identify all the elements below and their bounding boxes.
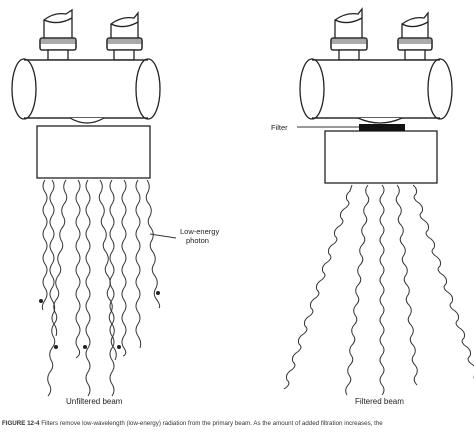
tube-envelope bbox=[23, 59, 149, 119]
low-energy-photon-label-line1: Low-energy bbox=[180, 227, 219, 236]
figure-number: FIGURE 12-4 bbox=[2, 420, 40, 427]
filtered-beam-label: Filtered beam bbox=[355, 397, 404, 406]
photon-wave bbox=[412, 184, 474, 379]
tube-connector-right bbox=[106, 11, 143, 61]
filter-plate bbox=[359, 124, 405, 131]
photon-wave bbox=[109, 179, 115, 397]
photon-wave bbox=[41, 179, 48, 311]
unfiltered-photons bbox=[41, 179, 161, 397]
tube-connector-left bbox=[39, 8, 77, 61]
photon-wave bbox=[379, 184, 385, 396]
filtered-xray-tube bbox=[299, 7, 453, 184]
collimator-box bbox=[324, 130, 438, 184]
photon-wave bbox=[85, 179, 91, 397]
tube-connector-left bbox=[330, 7, 368, 61]
photon-wave bbox=[121, 179, 127, 357]
unfiltered-beam-label: Unfiltered beam bbox=[66, 397, 123, 406]
photon-wave bbox=[145, 179, 161, 309]
filter-label: Filter bbox=[271, 123, 288, 132]
unfiltered-xray-tube bbox=[11, 8, 161, 179]
low-energy-photon-label-line2: photon bbox=[186, 236, 209, 245]
tube-envelope bbox=[311, 59, 441, 119]
photon-wave bbox=[75, 179, 81, 359]
caption-text: Filters remove low-wavelength (low-energ… bbox=[41, 420, 383, 427]
figure-caption: FIGURE 12-4 Filters remove low-wavelengt… bbox=[2, 420, 472, 434]
low-energy-pointer bbox=[149, 233, 177, 239]
photon-end-dots bbox=[39, 291, 160, 349]
photon-wave bbox=[395, 184, 418, 386]
photon-wave bbox=[283, 184, 353, 390]
photon-wave bbox=[98, 179, 117, 361]
photon-wave bbox=[345, 184, 370, 396]
collimator-box bbox=[36, 125, 151, 179]
filtered-photons bbox=[283, 184, 474, 396]
tube-connector-right bbox=[397, 11, 433, 61]
photon-wave bbox=[47, 179, 68, 397]
photon-wave bbox=[135, 179, 142, 349]
